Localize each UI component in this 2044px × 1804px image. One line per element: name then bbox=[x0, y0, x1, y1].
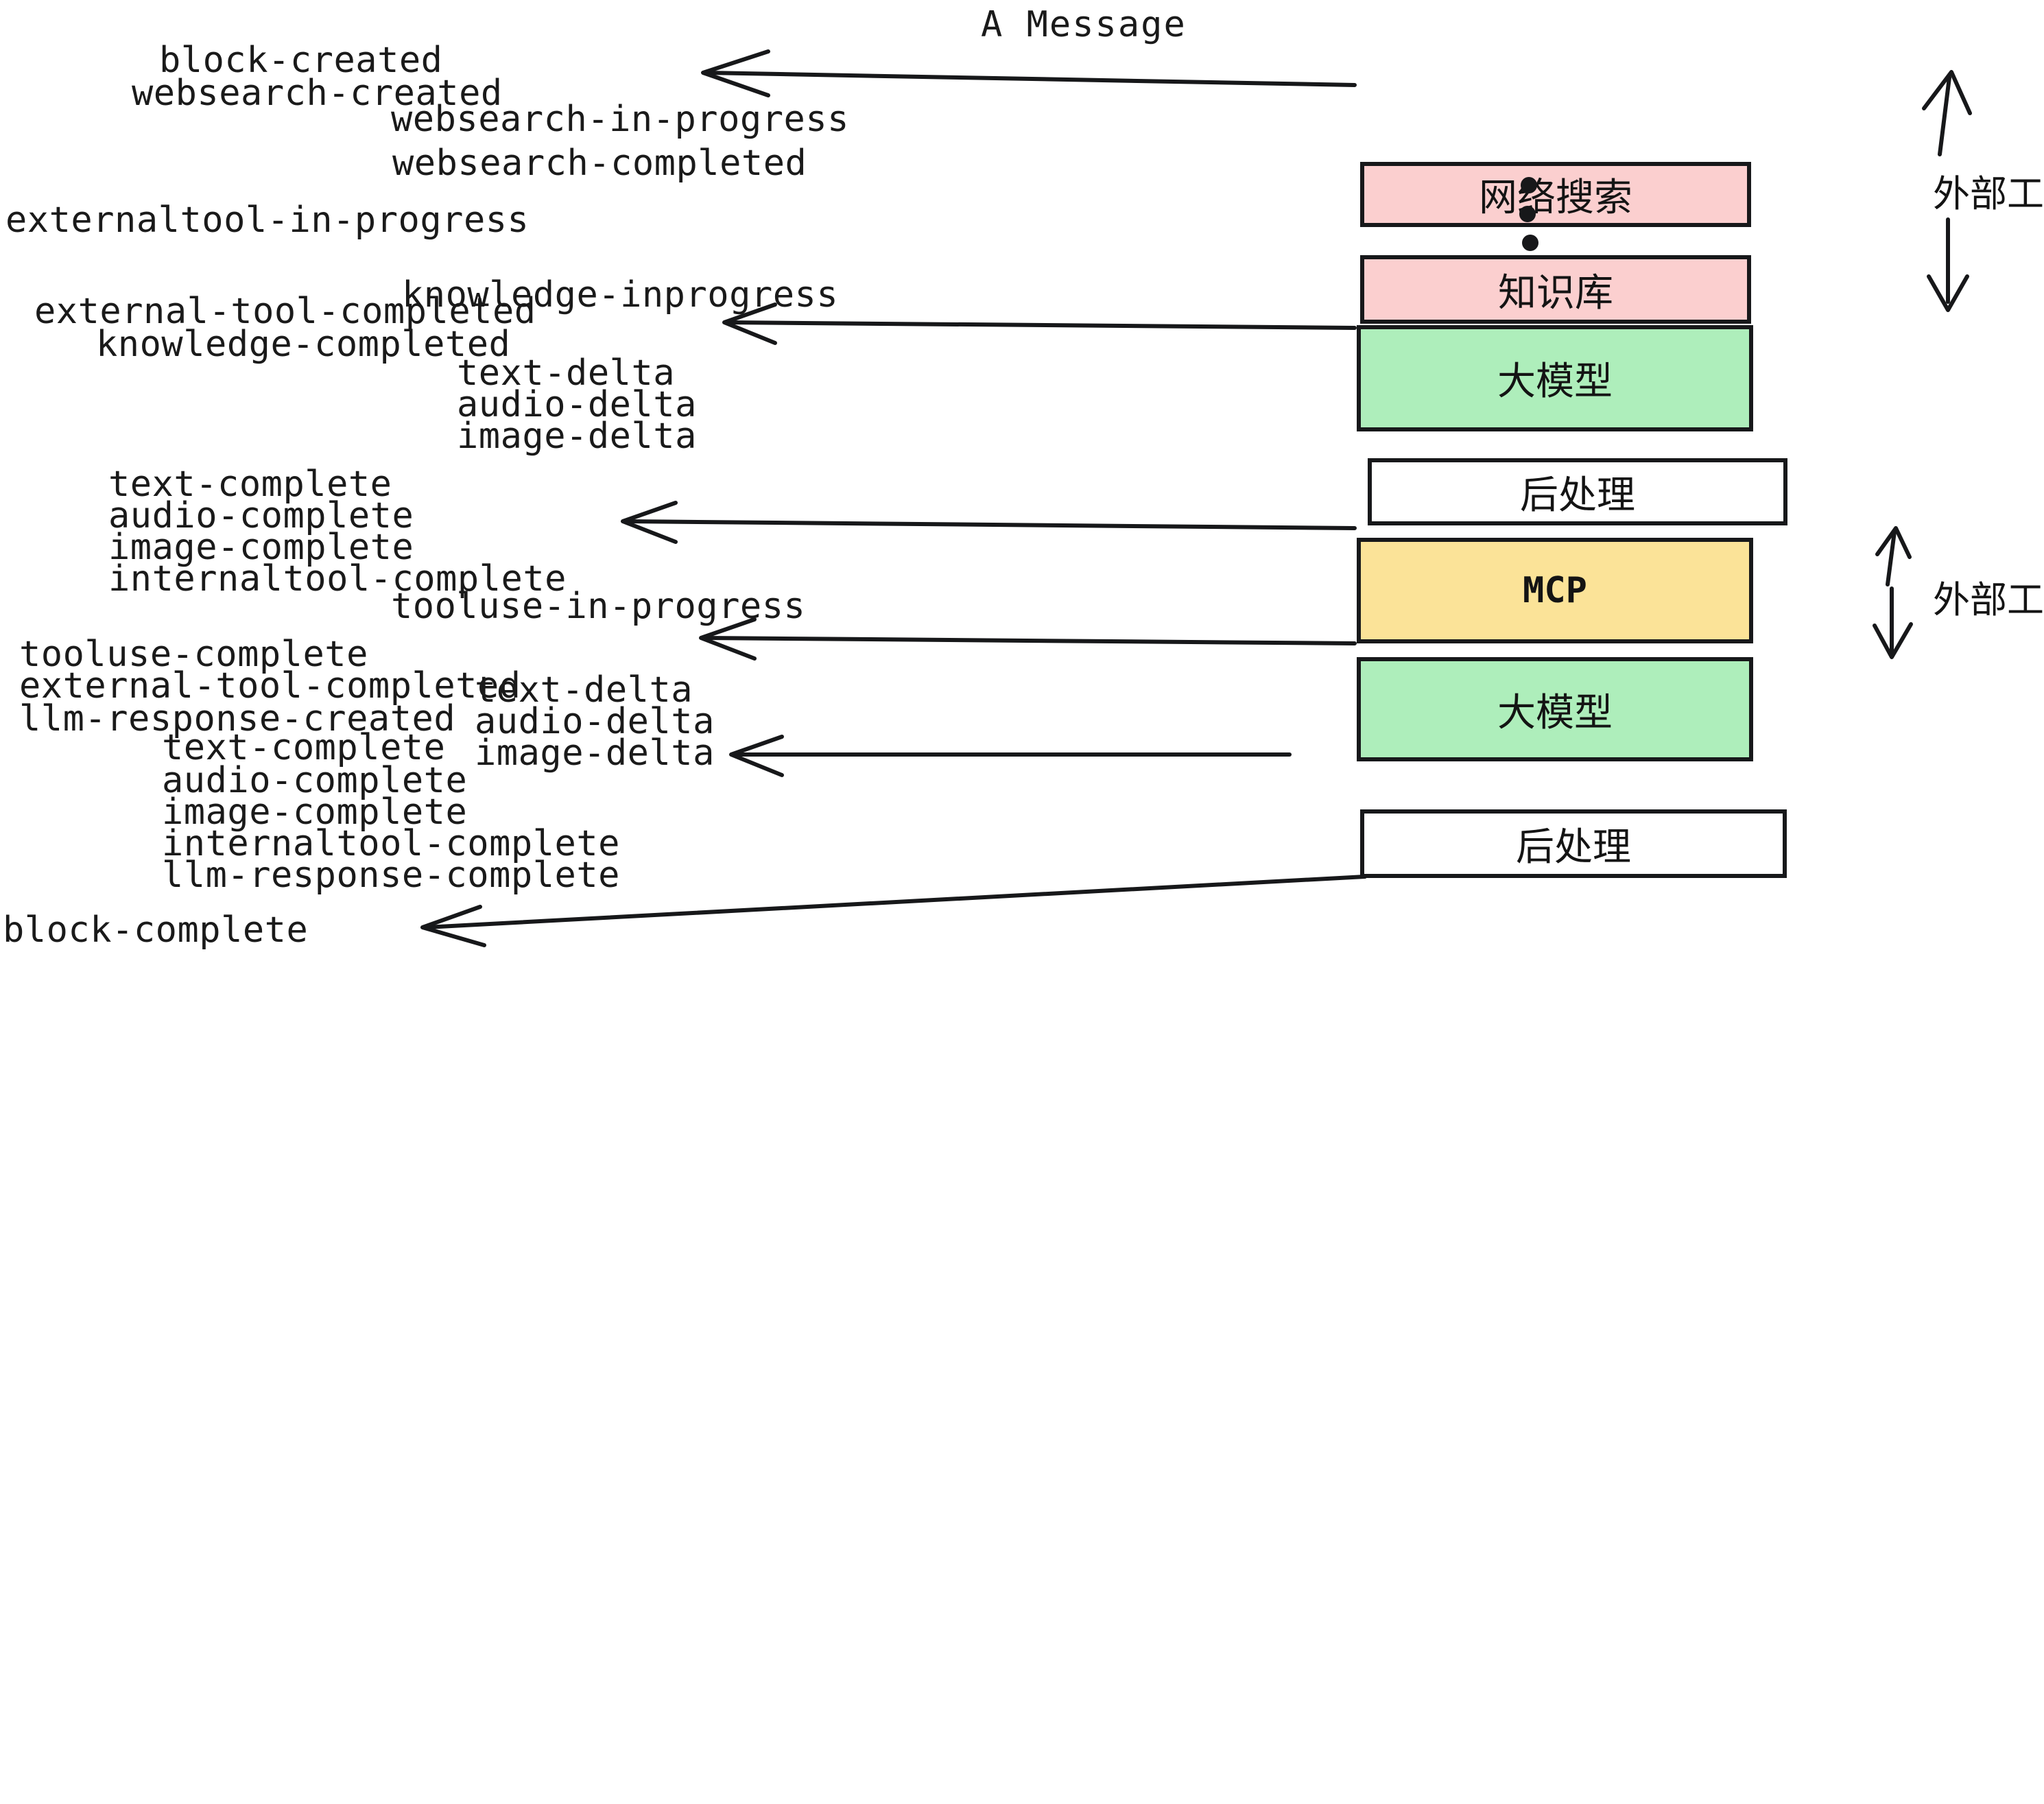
box-mcp[interactable]: MCP bbox=[1357, 538, 1753, 643]
box-label-llm-2: 大模型 bbox=[1497, 690, 1613, 735]
arrow-websearch-out bbox=[701, 49, 1357, 97]
box-label-knowledge: 知识库 bbox=[1498, 270, 1613, 316]
arrow-external-up-top bbox=[1922, 70, 1972, 156]
box-llm-1[interactable]: 大模型 bbox=[1357, 325, 1753, 431]
event-label-websearch-in-progress: websearch-in-progress bbox=[391, 99, 849, 140]
event-label-llm-response-complete: llm-response-complete bbox=[162, 855, 620, 896]
event-label-knowledge-completed: knowledge-completed bbox=[96, 324, 511, 365]
box-label-postprocess-1: 后处理 bbox=[1520, 473, 1635, 518]
box-label-websearch: 网络搜索 bbox=[1479, 176, 1632, 220]
box-llm-2[interactable]: 大模型 bbox=[1357, 657, 1753, 761]
event-label-audio-delta-1: audio-delta bbox=[457, 384, 697, 425]
event-label-internaltool-complete-1: internaltool-complete bbox=[108, 558, 567, 600]
event-label-text-delta-2: text-delta bbox=[475, 669, 693, 711]
event-label-block-created: block-created bbox=[159, 40, 443, 81]
arrow-llm1-out bbox=[621, 501, 1357, 544]
box-websearch[interactable]: 网络搜索 bbox=[1360, 162, 1751, 227]
arrow-external-down-bottom bbox=[1873, 586, 1913, 659]
event-label-tooluse-in-progress: tooluse-in-progress bbox=[391, 586, 806, 627]
box-label-llm-1: 大模型 bbox=[1497, 359, 1613, 404]
event-label-llm-response-created: llm-response-created bbox=[19, 698, 456, 739]
event-label-audio-delta-2: audio-delta bbox=[475, 701, 715, 742]
box-label-mcp: MCP bbox=[1523, 570, 1587, 611]
arrow-llm2-out bbox=[729, 735, 1292, 777]
event-label-text-complete-2: text-complete bbox=[162, 727, 446, 768]
event-label-audio-complete-2: audio-complete bbox=[162, 760, 468, 801]
event-label-audio-complete-1: audio-complete bbox=[108, 495, 414, 536]
box-label-postprocess-2: 后处理 bbox=[1516, 824, 1631, 870]
event-label-block-complete: block-complete bbox=[3, 910, 309, 951]
arrow-external-up-bottom bbox=[1875, 526, 1912, 586]
event-label-websearch-created: websearch-created bbox=[132, 73, 503, 114]
event-label-external-tool-completed: external-tool-completed bbox=[34, 291, 536, 332]
event-label-websearch-completed: websearch-completed bbox=[392, 143, 807, 184]
side-label-external-tools-bottom: 外部工具 bbox=[1933, 578, 2044, 621]
arrow-external-down-top bbox=[1927, 217, 1969, 312]
event-label-image-complete-2: image-complete bbox=[162, 792, 468, 833]
vertical-ellipsis-icon bbox=[1519, 177, 1547, 252]
box-postprocess-1[interactable]: 后处理 bbox=[1368, 458, 1787, 525]
event-label-image-delta-1: image-delta bbox=[457, 416, 697, 457]
box-postprocess-2[interactable]: 后处理 bbox=[1360, 809, 1787, 878]
event-label-image-delta-2: image-delta bbox=[475, 733, 715, 774]
page-title: A Message bbox=[981, 4, 1187, 45]
side-label-external-tools-top: 外部工具 bbox=[1933, 172, 2044, 215]
event-label-text-delta-1: text-delta bbox=[457, 353, 676, 394]
box-knowledge[interactable]: 知识库 bbox=[1360, 255, 1751, 324]
event-label-image-complete-1: image-complete bbox=[108, 527, 414, 568]
event-label-external-tool-completed-2: external-tool-completed bbox=[19, 665, 521, 707]
event-label-externaltool-in-progress: externaltool-in-progress bbox=[5, 200, 530, 241]
event-label-internaltool-complete-2: internaltool-complete bbox=[162, 823, 620, 864]
event-label-text-complete-1: text-complete bbox=[108, 464, 392, 505]
event-label-tooluse-complete: tooluse-complete bbox=[19, 634, 368, 675]
